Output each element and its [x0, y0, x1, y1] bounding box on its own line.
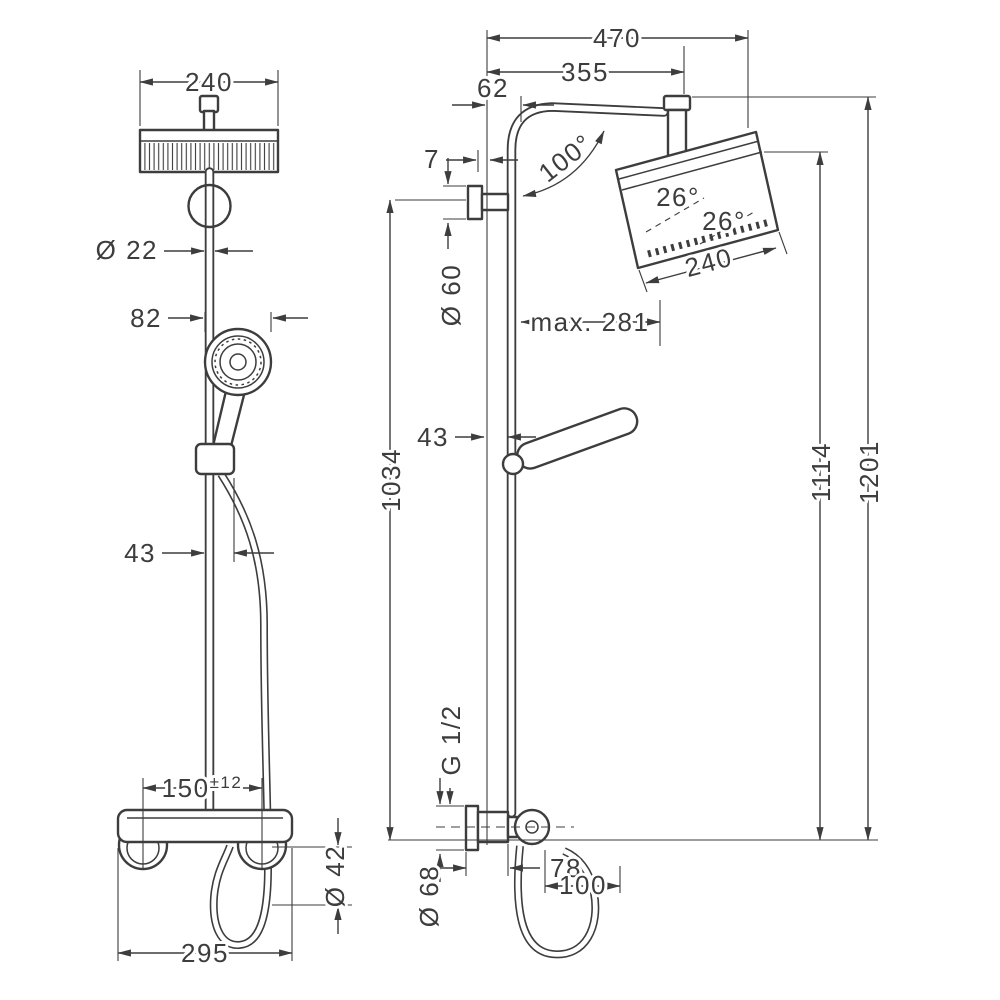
shower-pipe-front	[187, 167, 232, 818]
dim-valve-width: 295	[181, 938, 229, 968]
dim-valve-depth: 78	[550, 853, 582, 883]
dim-valve-spacing-value: 150	[162, 773, 210, 803]
dim-wall-offset: 62	[477, 73, 509, 103]
holder-pivot	[501, 452, 525, 476]
dim-height-total: 1201	[854, 440, 884, 504]
valve-escutcheon	[464, 804, 480, 852]
shower-pipe-side	[506, 102, 669, 818]
handshower-holder-side	[501, 407, 639, 476]
dim-head-tilt-b: 26°	[702, 206, 746, 236]
front-dimensions: 240 Ø 22 82 43 150±12 Ø 42 295	[93, 64, 353, 971]
overhead-shower-side	[614, 94, 780, 270]
dim-holder-offset-side: 43	[417, 422, 449, 452]
dim-valve-escutcheon: Ø 68	[414, 865, 444, 927]
dim-bar-height: 1034	[376, 448, 406, 512]
dim-thread: G 1/2	[436, 704, 466, 775]
wall-bracket-side	[466, 184, 510, 221]
dim-valve-spacing: 150±12	[162, 773, 243, 803]
thermostat-front	[116, 808, 294, 871]
dim-pipe-diameter: Ø 22	[96, 235, 158, 265]
dim-valve-clearance: 100	[559, 870, 607, 900]
dim-hose-bend-diameter: Ø 42	[320, 845, 350, 907]
dim-reach-head: 355	[561, 57, 609, 87]
dim-escutcheon-diameter: Ø 60	[436, 264, 466, 326]
dim-valve-spacing-tolerance: ±12	[210, 773, 243, 792]
dim-head-tilt-a: 26°	[656, 182, 700, 212]
overhead-shower-front	[138, 94, 280, 174]
dim-head-width: 240	[185, 67, 233, 97]
dim-bracket-gap: 7	[424, 144, 440, 174]
side-dimensions: 470 355 62 7 100° Ø 60 max. 281 43	[373, 20, 887, 930]
dim-max-adjust: max. 281	[531, 307, 650, 337]
thermostat-body	[116, 808, 294, 844]
dim-reach-total: 470	[593, 23, 641, 53]
side-view	[436, 94, 780, 959]
thermostat-side	[436, 804, 600, 959]
shower-hose-front	[209, 471, 273, 949]
dim-holder-offset: 43	[124, 538, 156, 568]
dim-height-head: 1114	[806, 442, 836, 502]
dim-handshower-diameter: 82	[130, 303, 162, 333]
slider-holder	[194, 442, 236, 476]
pipe-escutcheon-ring	[187, 183, 232, 229]
front-view	[116, 94, 294, 949]
